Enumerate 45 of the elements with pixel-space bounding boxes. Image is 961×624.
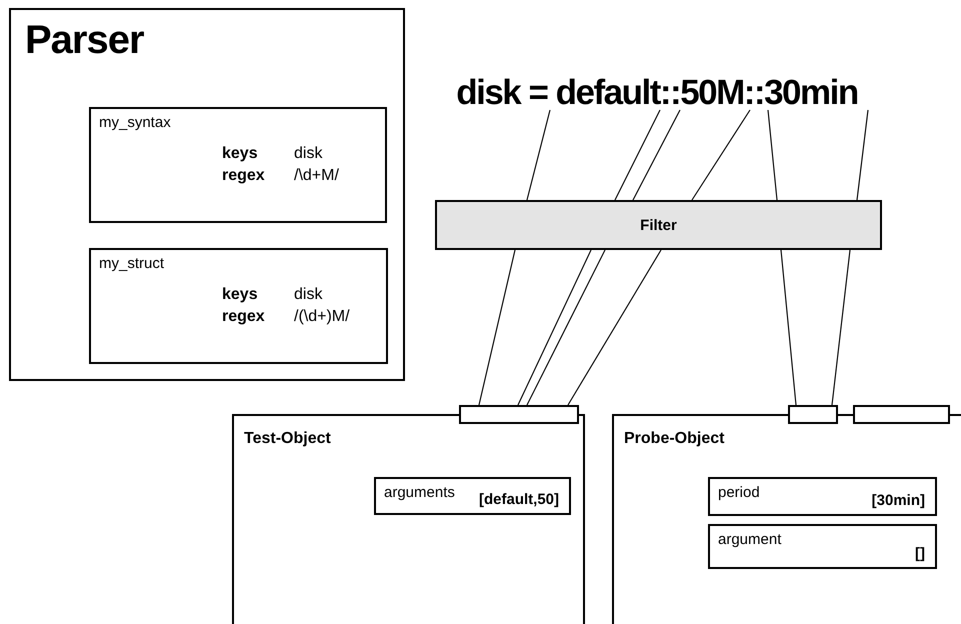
connector-line bbox=[856, 110, 869, 200]
connector-line bbox=[568, 250, 662, 406]
definition-name: my_syntax bbox=[99, 114, 171, 131]
bar-label: Filter bbox=[640, 216, 677, 234]
parser-panel bbox=[9, 8, 405, 381]
slot-box bbox=[853, 405, 950, 424]
property-value: disk bbox=[294, 286, 324, 304]
connector-line bbox=[526, 250, 606, 406]
property-key: keys bbox=[222, 286, 294, 304]
connector-line bbox=[518, 250, 592, 406]
slot-box bbox=[459, 405, 579, 424]
connector-line bbox=[614, 110, 660, 200]
attribute-value: [] bbox=[915, 545, 925, 562]
slot-box bbox=[788, 405, 838, 424]
filter-bar bbox=[435, 200, 882, 250]
connector-line bbox=[767, 110, 778, 200]
property-key: regex bbox=[222, 308, 294, 326]
attribute-value: [30min] bbox=[872, 492, 925, 509]
connector-line bbox=[831, 250, 851, 406]
panel-title: Parser bbox=[25, 18, 144, 63]
property-key: regex bbox=[222, 167, 294, 185]
definition-box bbox=[89, 107, 387, 223]
property-value: /\d+M/ bbox=[294, 167, 339, 185]
property-value: /(\d+)M/ bbox=[294, 308, 350, 326]
attribute-box bbox=[708, 477, 937, 516]
connector-line bbox=[780, 250, 797, 406]
attribute-name: arguments bbox=[384, 484, 455, 501]
object-box bbox=[612, 414, 961, 624]
object-title: Test-Object bbox=[244, 430, 331, 448]
connector-line bbox=[478, 250, 516, 406]
attribute-box bbox=[708, 524, 937, 569]
connector-line bbox=[632, 110, 680, 200]
property-value: disk bbox=[294, 145, 324, 163]
object-title: Probe-Object bbox=[624, 430, 724, 448]
attribute-box bbox=[374, 477, 571, 515]
definition-name: my_struct bbox=[99, 255, 164, 272]
attribute-name: argument bbox=[718, 531, 782, 548]
connector-line bbox=[526, 110, 551, 200]
definition-box bbox=[89, 248, 388, 364]
object-box bbox=[232, 414, 585, 624]
connector-line bbox=[692, 110, 750, 200]
config-line: disk = default::50M::30min bbox=[456, 75, 858, 110]
property-key: keys bbox=[222, 145, 294, 163]
attribute-name: period bbox=[718, 484, 760, 501]
attribute-value: [default,50] bbox=[478, 491, 559, 508]
